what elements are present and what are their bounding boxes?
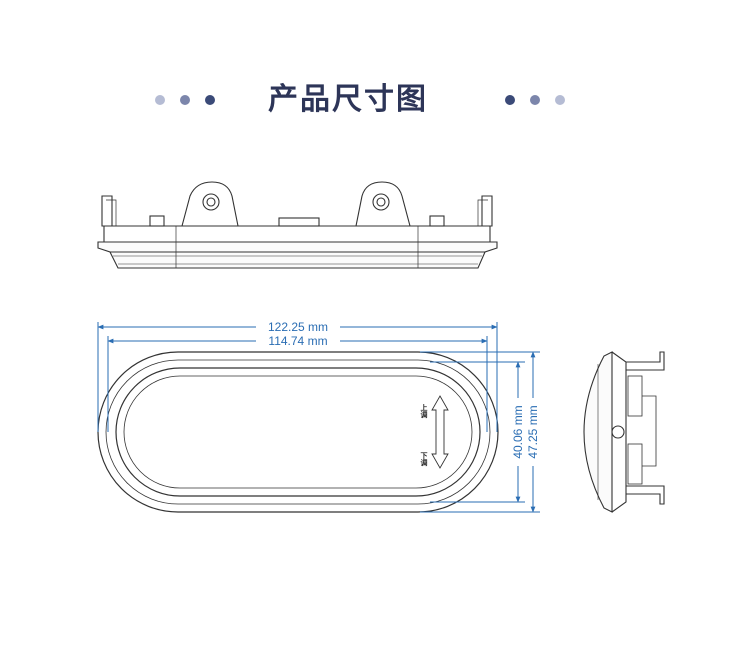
- dimension-lines: [97, 322, 540, 513]
- decor-dot-5: [530, 95, 540, 105]
- decor-dot-2: [180, 95, 190, 105]
- adjust-up-label: 上调: [420, 403, 428, 419]
- decor-dot-3: [205, 95, 215, 105]
- outer-height-label: 47.25 mm: [526, 405, 540, 458]
- top-view: [97, 181, 498, 269]
- inner-height-label: 40.06 mm: [511, 405, 525, 458]
- front-view: [97, 351, 499, 513]
- header: 产品尺寸图: [0, 78, 750, 122]
- side-view: [583, 351, 665, 513]
- outer-length-label: 122.25 mm: [268, 320, 328, 334]
- decor-dot-1: [155, 95, 165, 105]
- adjust-down-label: 下调: [420, 452, 428, 467]
- decor-dot-4: [505, 95, 515, 105]
- page-title: 产品尺寸图: [268, 82, 428, 117]
- inner-length-label: 114.74 mm: [268, 334, 327, 348]
- decor-dot-6: [555, 95, 565, 105]
